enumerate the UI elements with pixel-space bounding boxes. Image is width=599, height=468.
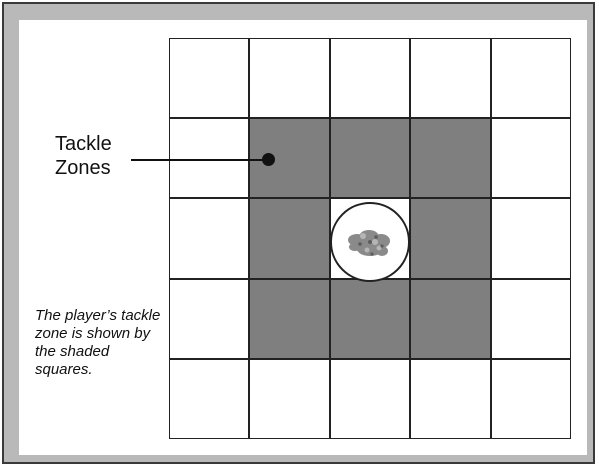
grid-square (170, 199, 248, 277)
grid-square (170, 360, 248, 438)
grid-square (331, 360, 409, 438)
grid-square (411, 39, 489, 117)
player-token (330, 202, 410, 282)
tackle-zone-square (250, 199, 328, 277)
leader-line (131, 159, 270, 161)
tackle-zones-label: Tackle Zones (55, 132, 112, 180)
grid-square (492, 280, 570, 358)
grid-square (250, 360, 328, 438)
caption-text: The player’s tackle zone is shown by the… (35, 307, 165, 379)
tackle-zone-square (411, 119, 489, 197)
player-figure-icon (332, 204, 408, 280)
tackle-zone-square (411, 280, 489, 358)
grid-square (170, 39, 248, 117)
tackle-zone-square (250, 280, 328, 358)
label-line-1: Tackle (55, 132, 112, 156)
grid-square (492, 39, 570, 117)
grid-square (411, 360, 489, 438)
grid-square (492, 119, 570, 197)
grid-square (250, 39, 328, 117)
grid-square (492, 199, 570, 277)
leader-dot (262, 153, 275, 166)
tackle-zone-square (331, 280, 409, 358)
tackle-zone-square (331, 119, 409, 197)
grid-square (331, 39, 409, 117)
grid-square (492, 360, 570, 438)
tackle-zone-square (411, 199, 489, 277)
label-line-2: Zones (55, 156, 112, 180)
grid-square (170, 280, 248, 358)
